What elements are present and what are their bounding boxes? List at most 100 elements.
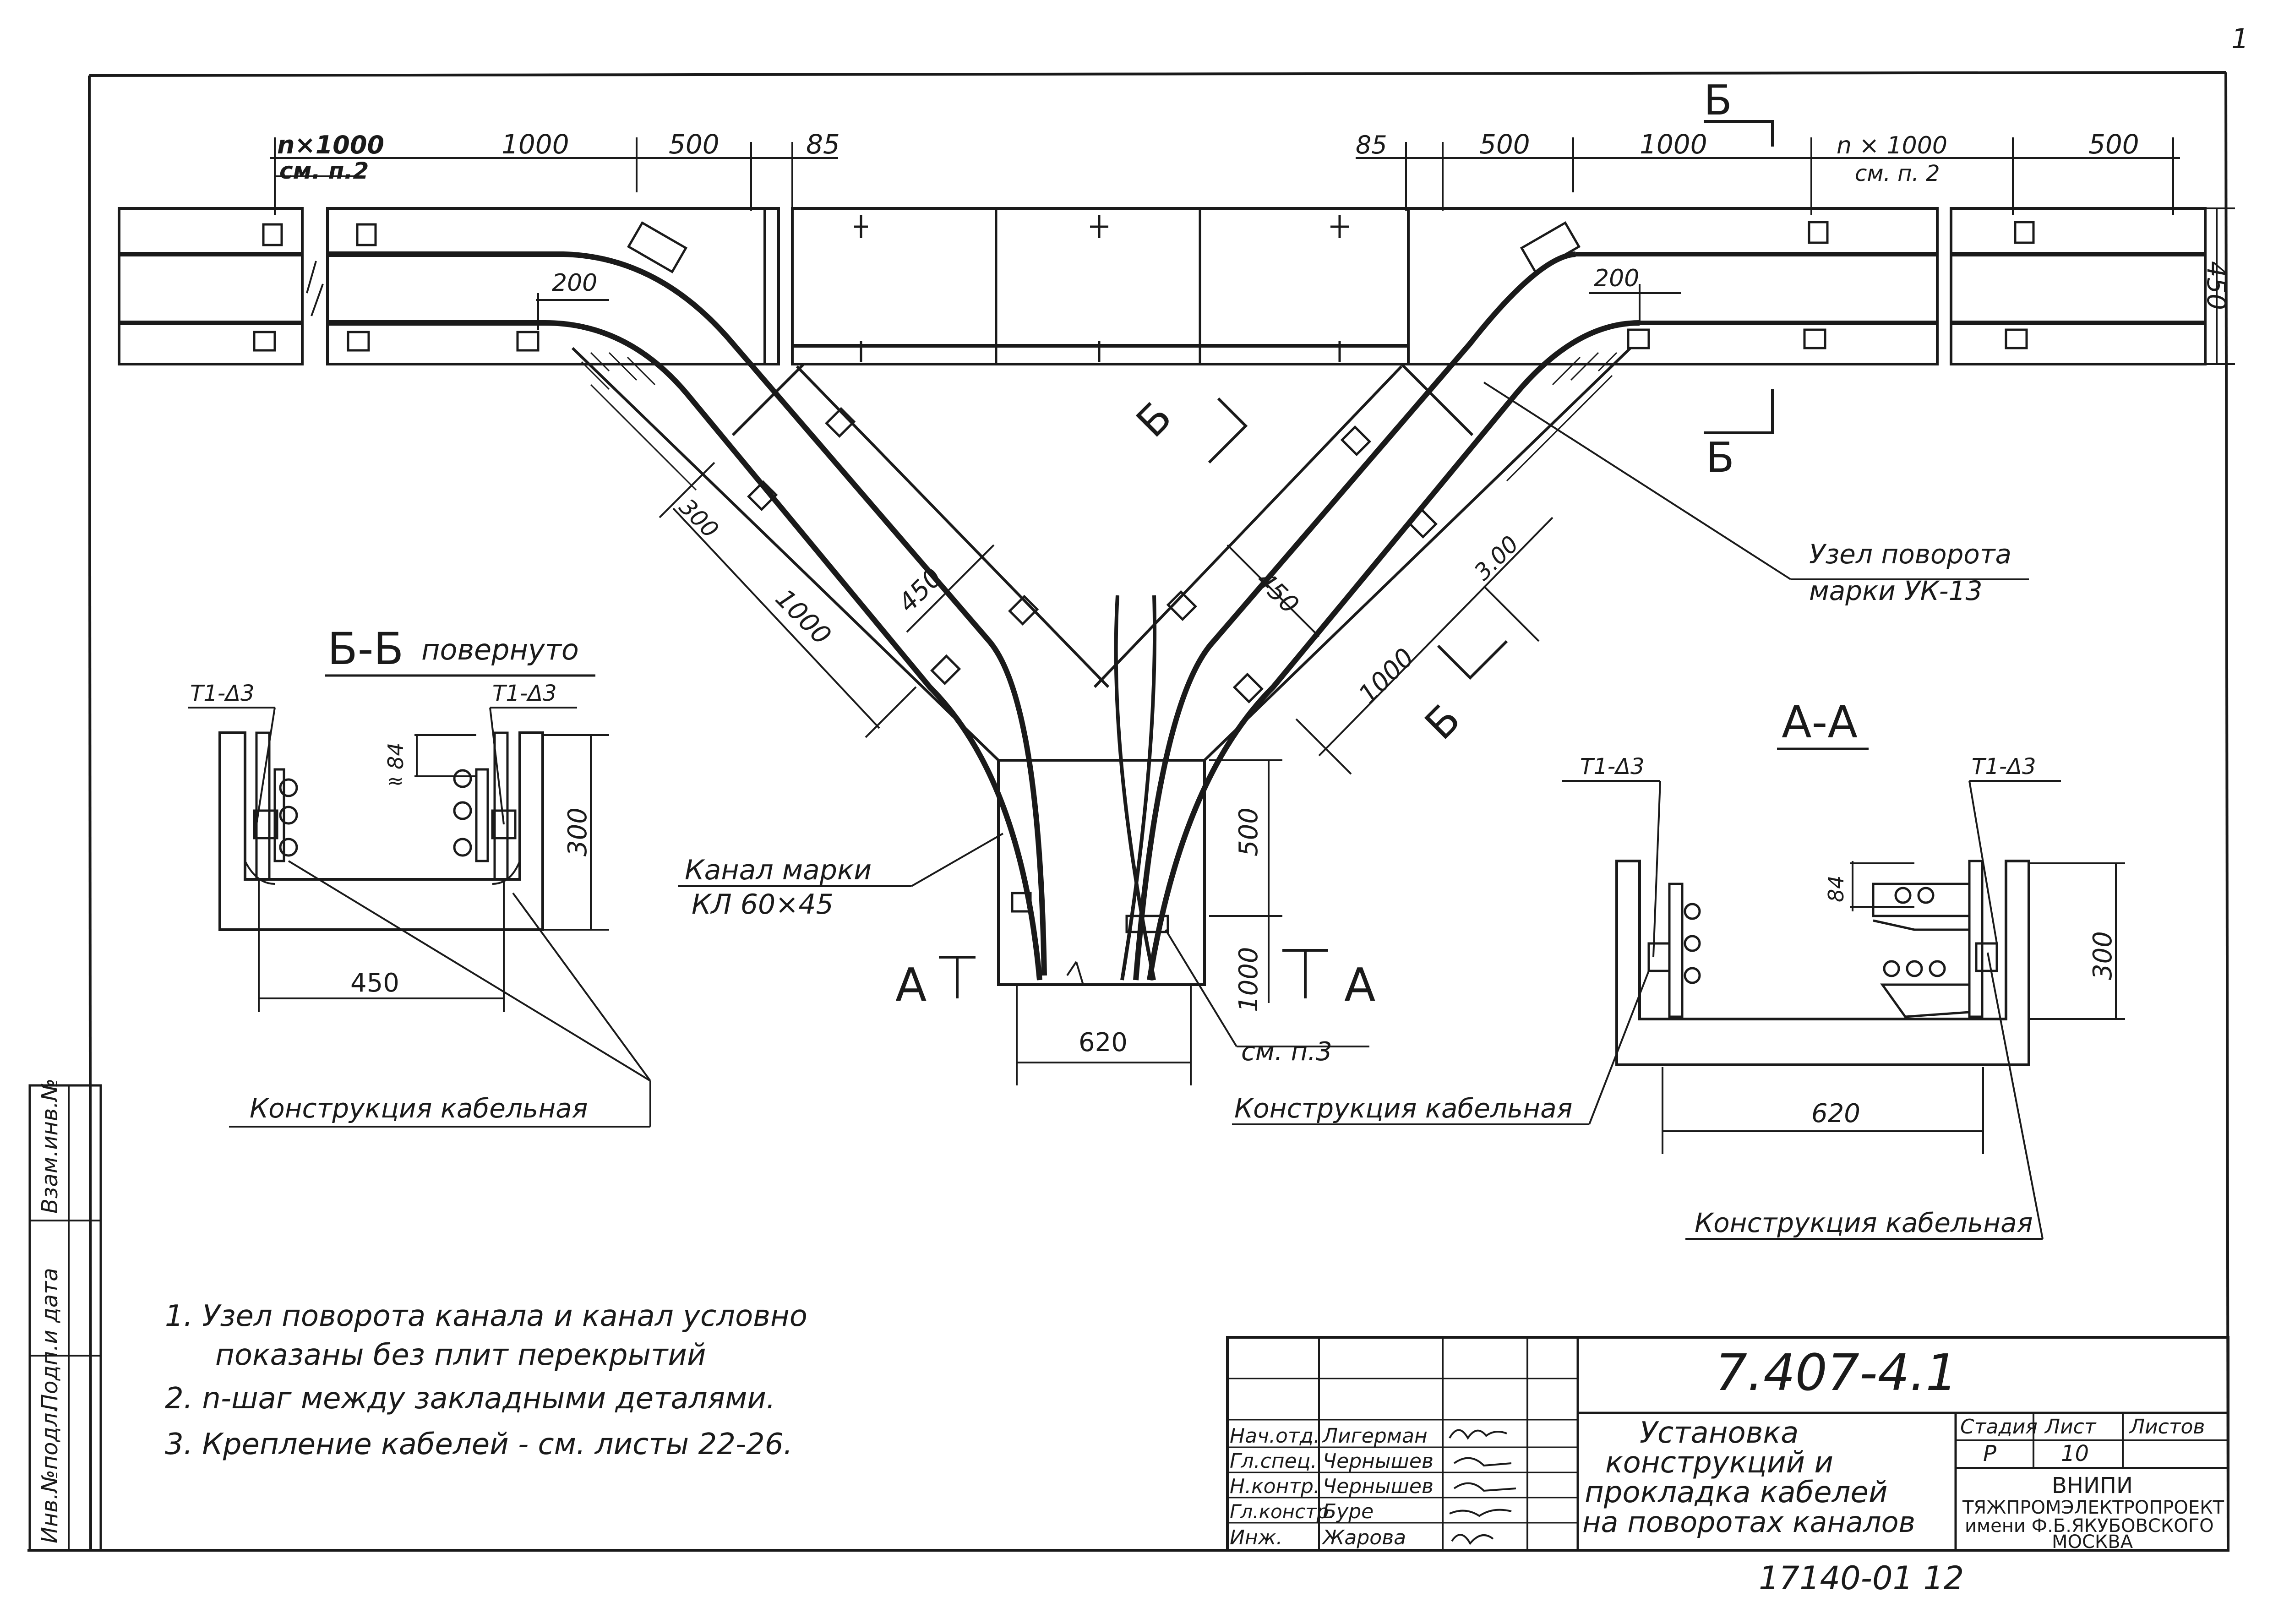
dims-diagonal-left: 300 1000 450 <box>659 462 995 738</box>
dim-500-left: 500 <box>669 129 720 160</box>
role-1: Гл.спец. <box>1230 1450 1317 1473</box>
fixing-ticks <box>854 215 1349 362</box>
uzel-line1: Узел поворота <box>1809 539 2011 570</box>
side-vzam-inv: Взам.инв.№ <box>37 1079 63 1214</box>
org-line-3: имени Ф.Б.ЯКУБОВСКОГО <box>1965 1515 2214 1537</box>
dim-1000-right: 1000 <box>1640 129 1707 160</box>
org-line-4: МОСКВА <box>2052 1531 2133 1553</box>
name-1: Чернышев <box>1323 1450 1434 1473</box>
section-bb-dim-300: 300 <box>563 807 593 856</box>
plan-view: n×1000 см. п.2 1000 500 85 200 85 500 10… <box>118 76 2235 1085</box>
channel-branch <box>997 759 1206 986</box>
dims-top-right: 85 500 1000 n × 1000 см. п. 2 500 200 <box>1356 129 2180 325</box>
role-4: Инж. <box>1230 1526 1282 1549</box>
section-bb-dim-450: 450 <box>350 968 399 998</box>
note-1: 1. Узел поворота канала и канал условно <box>165 1299 807 1333</box>
stage-header: Стадия <box>1960 1415 2038 1439</box>
dim-height: 450 <box>2198 207 2235 365</box>
dims-branch: 500 1000 620 <box>1016 759 1282 1085</box>
dim-300-diag-right: 3.00 <box>1469 531 1524 586</box>
name-2: Чернышев <box>1323 1475 1434 1498</box>
org-line-2: ТЯЖПРОМЭЛЕКТРОПРОЕКТ <box>1962 1497 2224 1518</box>
sheet-value: 10 <box>2061 1441 2089 1466</box>
section-aa-title: А-А <box>1782 697 1858 748</box>
section-bb-dim-84: 84 <box>383 742 408 769</box>
side-inv-podl: Инв.№подл. <box>37 1406 63 1543</box>
dim-1000-branch: 1000 <box>1234 947 1264 1012</box>
section-aa-tag-right: Т1-Δ3 <box>1972 754 2036 779</box>
kanal-line2: КЛ 60×45 <box>692 888 834 921</box>
role-2: Н.контр. <box>1230 1475 1320 1498</box>
section-aa-channel <box>1615 860 2030 1066</box>
dim-500-right: 500 <box>1479 129 1530 160</box>
dim-n1000-right: n × 1000 <box>1837 132 1947 159</box>
uzel-line2: марки УК-13 <box>1809 575 1983 606</box>
dim-200-right: 200 <box>1594 265 1639 292</box>
dim-1000-diag-right: 1000 <box>1353 643 1420 710</box>
dim-450-diag-left: 450 <box>893 562 948 618</box>
section-mark-a1: А <box>895 958 927 1012</box>
section-mark-a2: А <box>1344 958 1375 1012</box>
channel-left <box>118 207 780 365</box>
sheet-header: Лист <box>2044 1415 2097 1439</box>
section-bb-channel <box>218 731 544 931</box>
section-bb-tag-left: Т1-Δ3 <box>190 681 255 706</box>
note-2: 2. n-шаг между закладными деталями. <box>165 1382 775 1416</box>
doc-number: 7.407-4.1 <box>1715 1343 1958 1402</box>
section-marks: Б Б Б Б А А <box>895 76 1774 1012</box>
dim-450-height: 450 <box>2201 261 2231 310</box>
mid-label-group: Конструкция кабельная <box>1232 970 1650 1125</box>
dim-85-left: 85 <box>806 129 840 160</box>
dim-n1000-left: n×1000 <box>277 131 384 159</box>
dim-sm-p2-right: см. п. 2 <box>1855 161 1940 186</box>
section-mark-b3: Б <box>1127 393 1181 447</box>
title-line-0: Установка <box>1640 1416 1799 1450</box>
section-aa-label: Конструкция кабельная <box>1695 1207 2033 1238</box>
dim-450-diag-right: 450 <box>1251 566 1304 619</box>
corner-mark: 1 <box>2231 23 2249 55</box>
role-0: Нач.отд. <box>1230 1424 1320 1448</box>
dim-500-branch: 500 <box>1234 807 1264 856</box>
section-bb-tag-right: Т1-Δ3 <box>492 681 557 706</box>
channel-diagonal-left <box>571 347 1110 762</box>
signatures <box>1449 1429 1516 1545</box>
note-1b: показаны без плит перекрытий <box>215 1338 706 1372</box>
dim-500-far-right: 500 <box>2088 129 2139 160</box>
dims-top-left: n×1000 см. п.2 1000 500 85 200 <box>270 129 840 330</box>
hatch-left <box>581 352 697 491</box>
section-aa: А-А Т1-Δ3 Т1-Δ3 84 300 620 <box>1562 697 2125 1240</box>
dim-200-left: 200 <box>552 269 597 297</box>
cable-mounts <box>253 221 2035 933</box>
title-block: Нач.отд. Гл.спец. Н.контр. Гл.констр. Ин… <box>1226 1336 2229 1553</box>
hatch-right <box>1506 352 1618 482</box>
section-aa-tag-left: Т1-Δ3 <box>1580 754 1645 779</box>
side-strip: Инв.№подл. Подп.и дата Взам.инв.№ <box>28 1079 102 1552</box>
section-bb: Б-Б повернуто Т1-Δ3 Т1-Δ3 300 84 <box>188 623 651 1128</box>
title-line-2: прокладка кабелей <box>1585 1476 1887 1510</box>
section-bb-title: Б-Б <box>327 623 403 675</box>
kanal-line1: Канал марки <box>685 854 872 886</box>
bottom-stamp: 17140-01 12 <box>1759 1559 1964 1597</box>
callout-uzel: Узел поворота марки УК-13 <box>1483 381 2029 606</box>
section-bb-subtitle: повернуто <box>421 633 579 666</box>
org-line-1: ВНИПИ <box>2052 1473 2133 1499</box>
dim-85-right: 85 <box>1356 131 1387 159</box>
section-aa-dim-300: 300 <box>2088 931 2118 980</box>
title-line-3: на поворотах каналов <box>1582 1505 1915 1539</box>
name-0: Лигерман <box>1322 1424 1428 1448</box>
callout-kanal: Канал марки КЛ 60×45 <box>678 833 1003 921</box>
note-3: 3. Крепление кабелей - см. листы 22-26. <box>165 1428 793 1461</box>
section-bb-label: Конструкция кабельная <box>250 1093 588 1124</box>
section-aa-dim-84: 84 <box>1824 875 1848 902</box>
title-line-1: конструкций и <box>1605 1446 1833 1480</box>
channel-right <box>1407 207 2207 365</box>
dim-300-diag-left: 300 <box>674 493 724 543</box>
name-3: Буре <box>1323 1500 1374 1523</box>
notes: 1. Узел поворота канала и канал условно … <box>165 1299 807 1461</box>
dim-sm-p2-left: см. п.2 <box>279 158 369 184</box>
sheets-header: Листов <box>2129 1415 2205 1439</box>
stage-value: Р <box>1983 1441 1996 1466</box>
section-mark-b1: Б <box>1704 76 1732 125</box>
channel-diagonal-right <box>1093 347 1632 762</box>
